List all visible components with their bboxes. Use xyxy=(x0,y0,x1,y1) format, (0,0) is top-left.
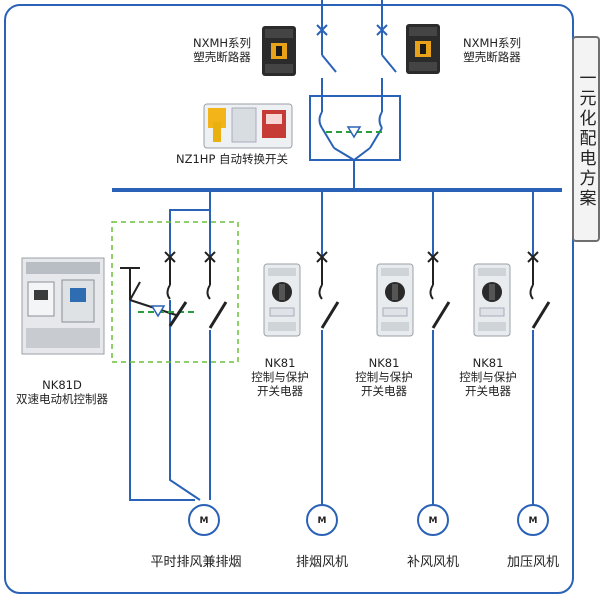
ats-product-image xyxy=(203,103,293,149)
breaker-right-type: 塑壳断路器 xyxy=(463,50,521,64)
dual-speed-switches xyxy=(120,251,228,329)
controller-model: NK81D xyxy=(42,378,82,392)
breaker-left-type: 塑壳断路器 xyxy=(193,50,251,64)
side-tab: 一元化配电方案 xyxy=(572,36,600,242)
dual-speed-interlock-marker xyxy=(150,305,166,318)
side-tab-title: 一元化配电方案 xyxy=(575,69,596,209)
breaker-left-image xyxy=(262,26,296,76)
motor-3-name: 补风风机 xyxy=(406,555,459,570)
motor-1-symbol: M xyxy=(200,516,209,526)
motor-3-symbol: M xyxy=(429,516,438,526)
breaker-left-label: NXMH系列 塑壳断路器 xyxy=(186,36,258,64)
breaker-right-series: NXMH系列 xyxy=(462,36,522,50)
protector-1-label: NK81 控制与保护 开关电器 xyxy=(251,356,309,398)
dual-speed-branch xyxy=(129,190,211,501)
ats-switch-symbol xyxy=(309,95,401,190)
dual-speed-dashed-box xyxy=(111,221,239,363)
protector-branches xyxy=(321,190,534,510)
ats-label: NZ1HP 自动转换开关 xyxy=(176,152,289,166)
protector-switches xyxy=(316,251,551,329)
protector-3-label: NK81 控制与保护 开关电器 xyxy=(459,356,517,398)
motor-1-name: 平时排风兼排烟 xyxy=(150,555,242,570)
protector-2-image xyxy=(376,263,414,337)
controller-label: NK81D 双速电动机控制器 xyxy=(10,378,114,406)
protector-1-image xyxy=(263,263,301,337)
diagram-frame xyxy=(4,4,574,594)
breaker-right-label: NXMH系列 塑壳断路器 xyxy=(452,36,532,64)
breaker-left-series: NXMH系列 xyxy=(192,36,252,50)
motor-2-symbol: M xyxy=(318,516,327,526)
protector-2-label: NK81 控制与保护 开关电器 xyxy=(355,356,413,398)
motor-4-symbol: M xyxy=(529,516,538,526)
protector-3-image xyxy=(473,263,511,337)
incoming-cross-marks xyxy=(316,24,388,36)
motor-symbols: M M M M xyxy=(188,504,549,536)
dual-speed-contact xyxy=(168,301,188,327)
controller-product-image xyxy=(21,257,105,355)
motor-2-name: 排烟风机 xyxy=(295,555,348,570)
motor-4-name: 加压风机 xyxy=(506,555,559,570)
breaker-right-image xyxy=(406,24,440,74)
controller-type: 双速电动机控制器 xyxy=(16,392,108,406)
